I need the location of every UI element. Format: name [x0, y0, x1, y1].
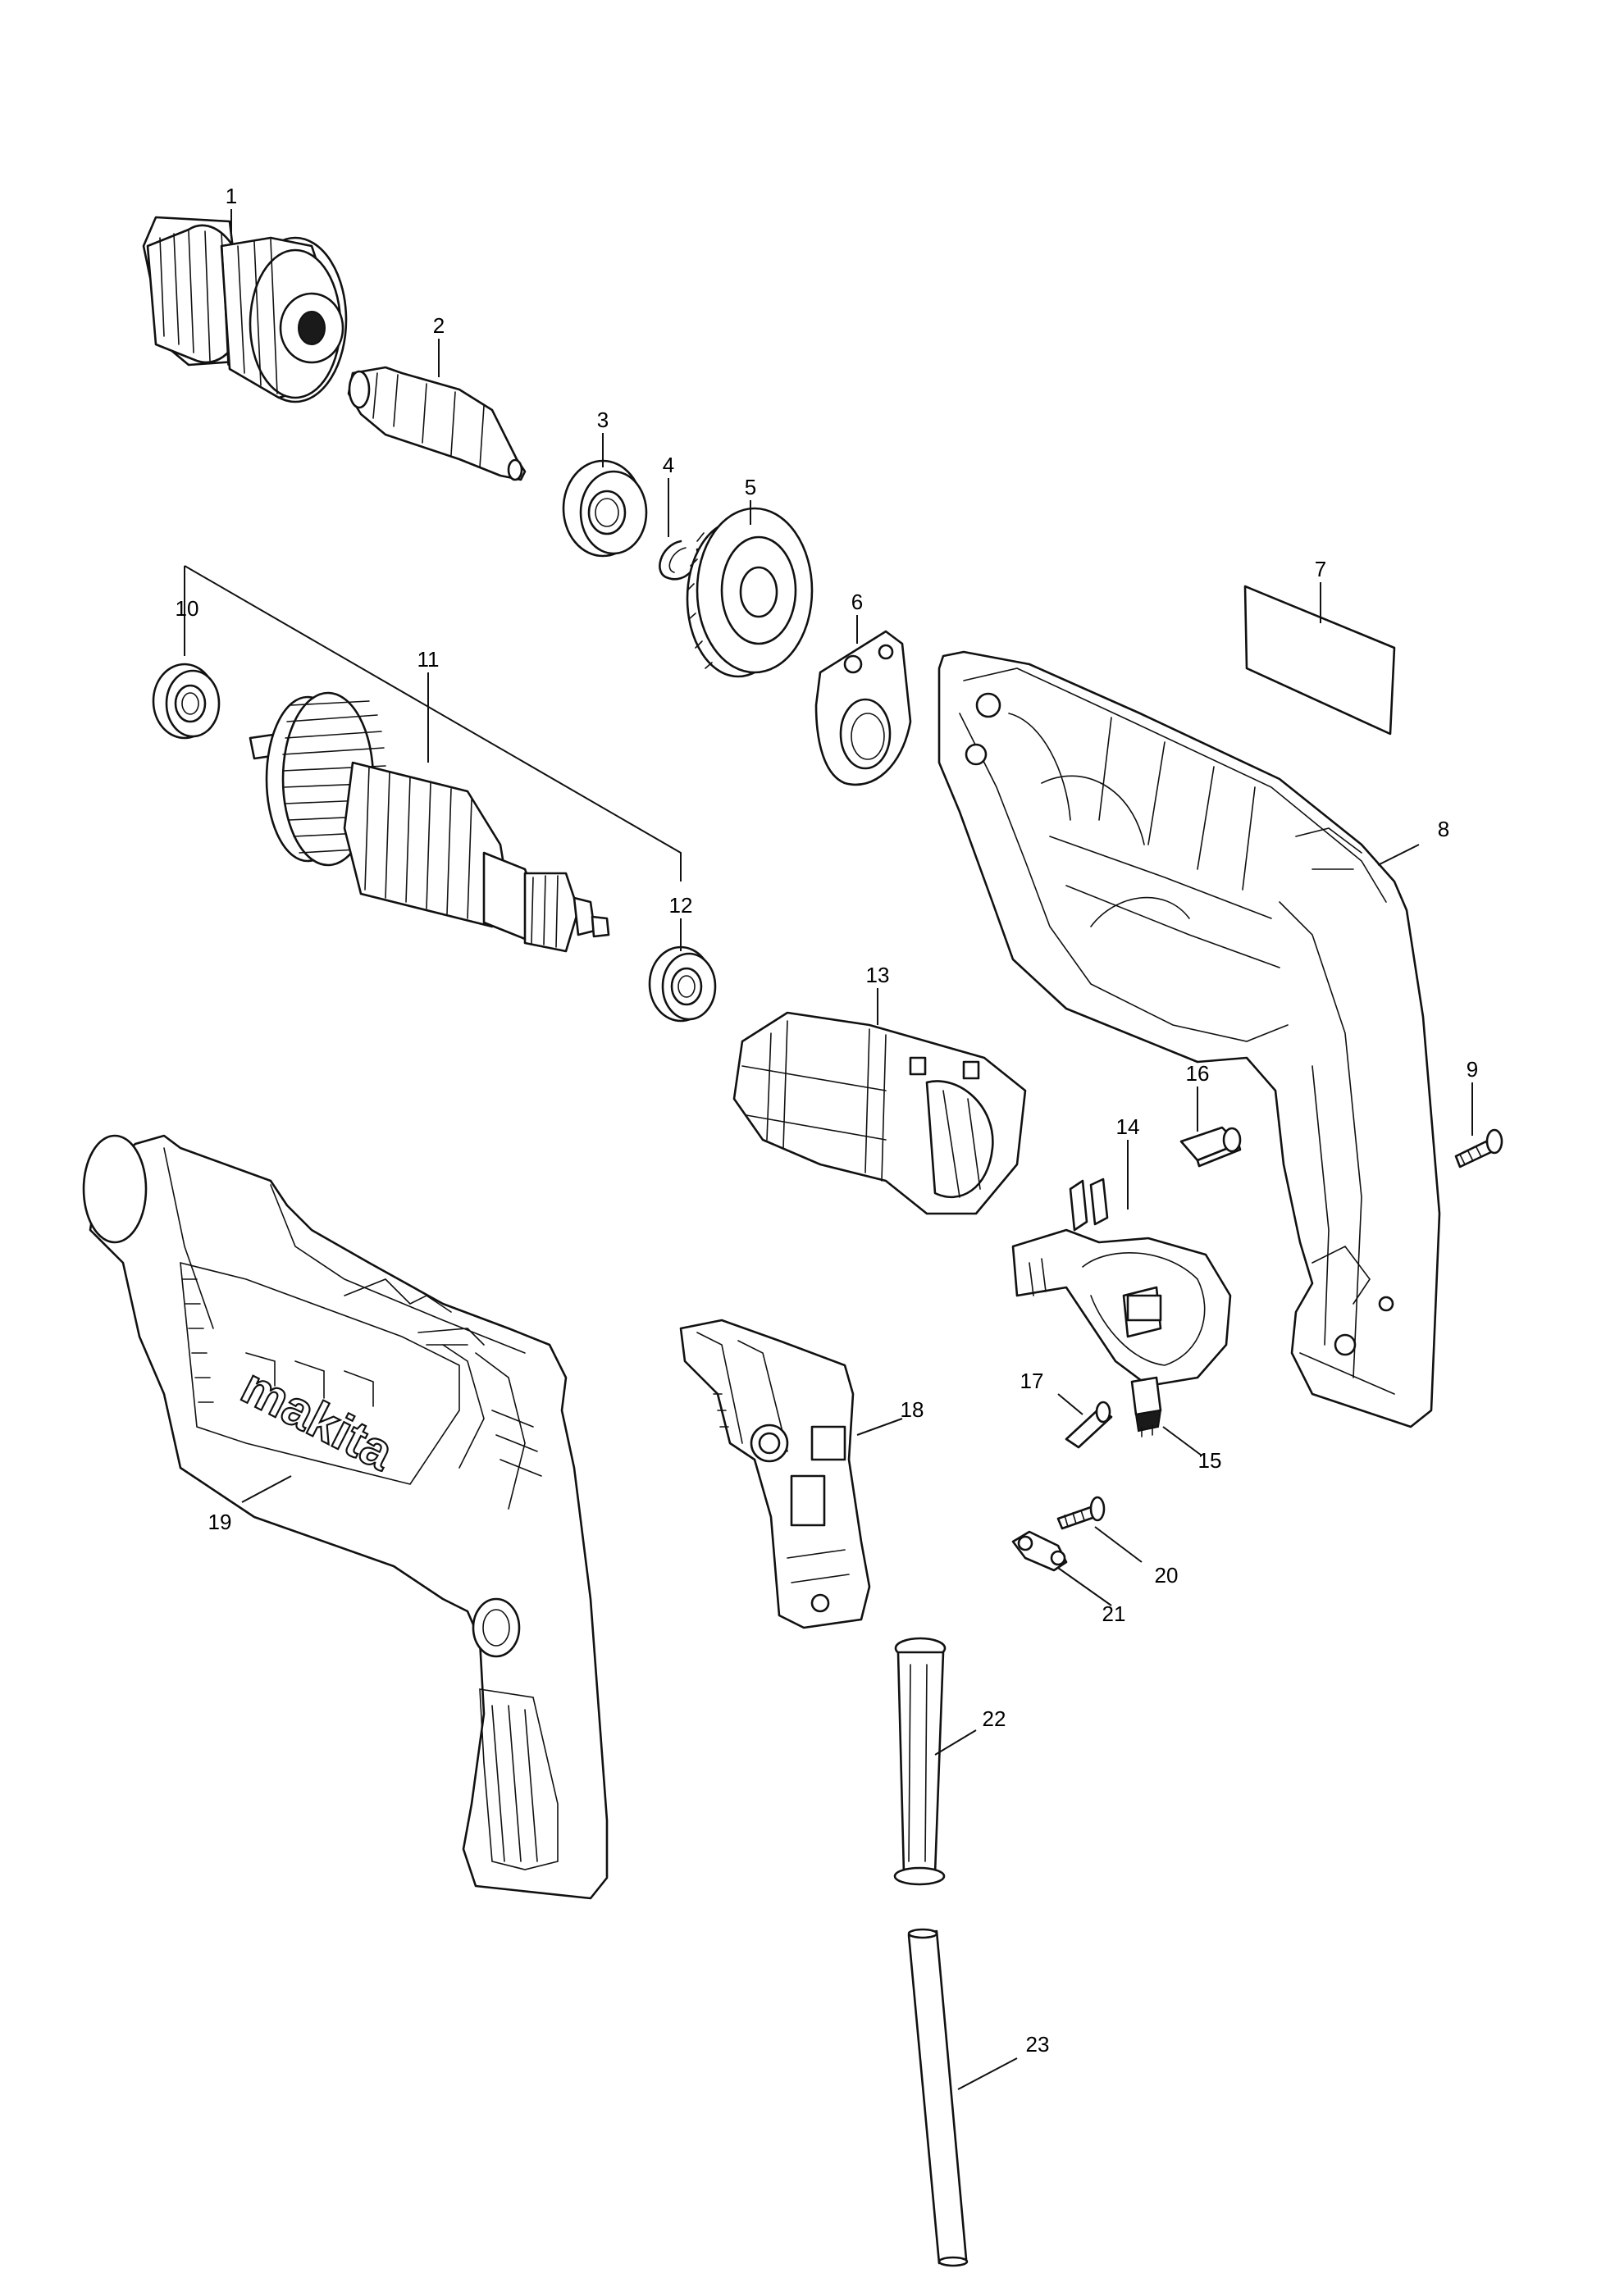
part-8-housing-half	[937, 650, 1441, 1428]
part-13-field	[732, 1011, 1027, 1215]
part-5-spur-gear	[686, 507, 814, 678]
label-part-18: 18	[901, 1397, 924, 1422]
label-part-14: 14	[1116, 1114, 1140, 1139]
part-18-switch	[679, 1319, 871, 1629]
part-7-name-plate	[1243, 585, 1396, 736]
part-21-cord-clamp	[1011, 1530, 1068, 1572]
part-3-bearing	[562, 459, 648, 558]
part-23-cord	[907, 1928, 969, 2267]
label-part-21: 21	[1102, 1601, 1126, 1626]
label-part-23: 23	[1026, 2032, 1050, 2057]
label-part-3: 3	[597, 408, 609, 432]
label-part-4: 4	[663, 453, 674, 477]
label-part-12: 12	[669, 893, 693, 918]
part-6-retainer-plate	[814, 630, 912, 786]
part-10-bearing	[152, 663, 221, 740]
label-part-9: 9	[1467, 1057, 1478, 1082]
label-part-19: 19	[208, 1510, 232, 1534]
part-15-carbon-brush	[1130, 1376, 1162, 1437]
part-1-drill-chuck	[142, 216, 348, 403]
label-part-13: 13	[866, 963, 890, 987]
label-part-15: 15	[1198, 1448, 1222, 1473]
part-17-sleeve	[1065, 1401, 1113, 1449]
part-number-labels: 1 2 3 4 5 6 7 8 9 10 11 12 13 14 15 16 1…	[176, 184, 1479, 2057]
label-part-6: 6	[851, 590, 863, 614]
part-22-cord-guard	[893, 1637, 947, 1886]
part-9-screw	[1454, 1128, 1503, 1168]
part-2-spindle	[347, 366, 527, 481]
label-part-7: 7	[1315, 557, 1326, 581]
label-part-17: 17	[1020, 1369, 1044, 1393]
part-12-bearing	[648, 945, 717, 1023]
part-16-brush-sleeve	[1179, 1126, 1242, 1168]
label-part-20: 20	[1155, 1563, 1179, 1588]
armature-group-bracket	[184, 565, 682, 882]
part-19-housing-assembly: makita	[82, 1134, 609, 1900]
label-part-10: 10	[176, 596, 199, 621]
label-part-16: 16	[1186, 1061, 1210, 1086]
label-part-22: 22	[983, 1706, 1006, 1731]
label-part-11: 11	[417, 647, 440, 672]
part-20-screw	[1056, 1496, 1106, 1530]
label-part-2: 2	[433, 313, 445, 338]
leader-lines	[230, 209, 1473, 2090]
label-part-5: 5	[745, 475, 756, 499]
label-part-1: 1	[226, 184, 237, 208]
part-14-brush-holder	[1011, 1178, 1232, 1387]
label-part-8: 8	[1438, 817, 1449, 841]
part-11-armature	[249, 691, 610, 953]
